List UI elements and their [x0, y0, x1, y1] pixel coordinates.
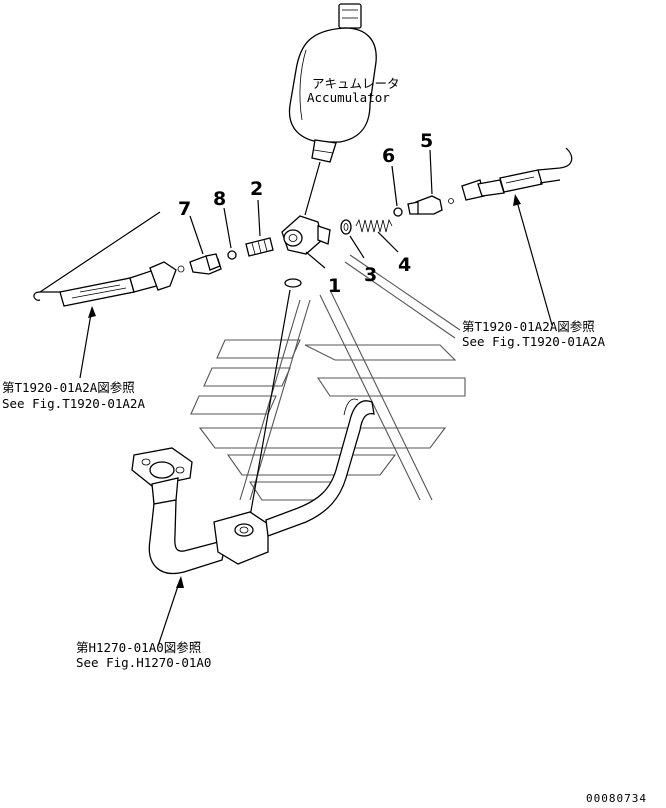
part-6-ball — [393, 207, 403, 217]
leader-left-ref — [79, 307, 93, 379]
lower-pipe-assembly — [131, 398, 375, 574]
part-2-fitting — [245, 199, 274, 257]
ref-bottom-jp: 第H1270-01A0図参照 — [76, 640, 201, 655]
arrow-right-ref — [513, 194, 521, 206]
ref-right-en: See Fig.T1920-01A2A — [462, 334, 605, 349]
right-hose — [461, 147, 573, 201]
part-4-spring — [355, 218, 399, 253]
drawing-code: 00080734 — [586, 792, 647, 805]
ref-left-en: See Fig.T1920-01A2A — [2, 396, 145, 411]
ref-bottom-en: See Fig.H1270-01A0 — [76, 655, 211, 670]
part-5-check-valve — [407, 149, 454, 215]
part-number-5: 5 — [420, 130, 433, 152]
leader-right-ref — [515, 197, 553, 326]
leader-8 — [223, 207, 232, 249]
arrow-bottom-ref — [176, 576, 184, 588]
part-number-2: 2 — [250, 178, 263, 200]
o-ring — [284, 278, 302, 288]
accumulator-label-jp: アキュムレータ — [312, 76, 400, 91]
ref-right-jp: 第T1920-01A2A図参照 — [462, 319, 595, 334]
part-number-4: 4 — [398, 254, 411, 276]
watermark-logo — [190, 254, 466, 501]
part-number-6: 6 — [382, 145, 395, 167]
leader-oring-to-pipe — [247, 289, 291, 529]
leader-3 — [349, 235, 365, 259]
leader-6 — [391, 165, 398, 207]
arrow-left-ref — [88, 306, 96, 318]
part-1-tee-block — [281, 215, 331, 269]
ref-left-jp: 第T1920-01A2A図参照 — [2, 380, 135, 395]
leader-bottom-ref — [157, 579, 181, 647]
part-7-union — [177, 215, 222, 275]
part-number-7: 7 — [178, 198, 191, 220]
part-3-washer — [340, 219, 352, 235]
part-number-8: 8 — [213, 188, 226, 210]
accumulator — [288, 3, 377, 216]
left-hose — [33, 211, 177, 307]
part-number-3: 3 — [364, 264, 377, 286]
part-number-1: 1 — [328, 275, 341, 297]
accumulator-label-en: Accumulator — [307, 90, 390, 105]
part-8-washer — [227, 250, 237, 260]
